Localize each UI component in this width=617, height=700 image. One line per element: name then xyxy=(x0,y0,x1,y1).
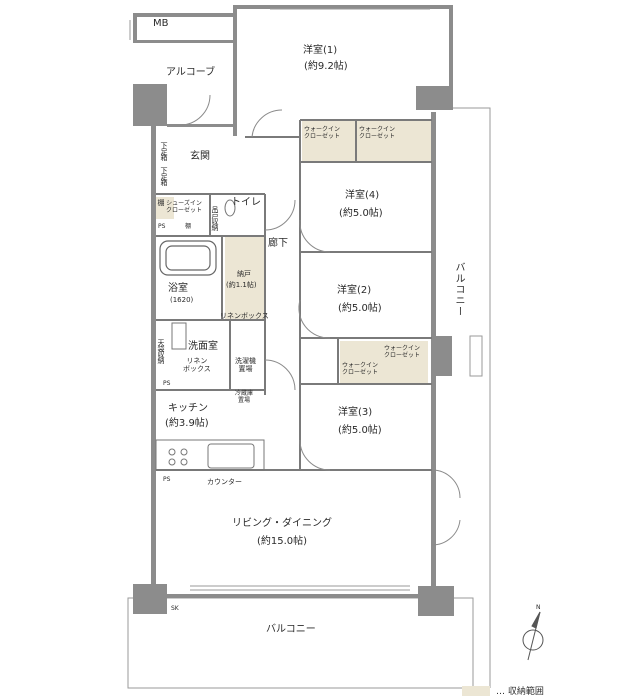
ps1-label: PS xyxy=(158,223,166,230)
western4-size: (約5.0帖) xyxy=(339,208,383,219)
sk-label: SK xyxy=(171,605,179,612)
bath-size: (1620) xyxy=(170,296,194,304)
washbasin xyxy=(171,322,187,350)
kitchen-label: キッチン xyxy=(168,403,208,414)
legend: … 収納範囲 xyxy=(462,684,544,697)
fridge-label: 冷蔵庫 置場 xyxy=(235,390,254,404)
kitchen-size: (約3.9帖) xyxy=(165,418,209,429)
washer-label: 洗濯機 置場 xyxy=(235,357,256,373)
toilet-label: トイレ xyxy=(231,197,261,208)
kitchen-counter xyxy=(155,439,265,471)
living-size: (約15.0帖) xyxy=(257,536,308,547)
washroom-label: 洗面室 xyxy=(188,341,218,352)
living-label: リビング・ダイニング xyxy=(232,518,332,529)
wic1-label: ウォークイン クローゼット xyxy=(304,126,341,140)
linen-box2-label: リネン ボックス xyxy=(183,357,211,373)
counter-label: カウンター xyxy=(207,478,242,486)
shoe-shelf-1-label: 下足箱 xyxy=(160,142,168,160)
compass-north-label: N xyxy=(536,604,541,611)
corridor-label: 廊下 xyxy=(268,238,288,249)
shoes-in-closet-label: シューズイン クローゼット xyxy=(166,200,203,214)
bath-label: 浴室 xyxy=(168,283,188,294)
interior-walls xyxy=(156,119,432,471)
western4-label: 洋室(4) xyxy=(345,190,380,201)
storage-size: (約1.1帖) xyxy=(226,281,257,289)
ps2-label: PS xyxy=(163,380,171,387)
balcony-bottom-label: バルコニー xyxy=(266,624,316,635)
linen-box-label: リネンボックス xyxy=(220,312,269,320)
storage-areas xyxy=(156,121,432,383)
bathtub xyxy=(159,240,217,276)
entrance-label: 玄関 xyxy=(190,151,210,162)
legend-storage-swatch xyxy=(462,685,490,696)
western2-label: 洋室(2) xyxy=(337,285,372,296)
toilet-fixture xyxy=(224,199,236,217)
shoe-shelf-2-label: 下足箱 xyxy=(160,167,168,185)
western1-size: (約9.2帖) xyxy=(304,61,348,72)
walls xyxy=(133,5,454,616)
western1-label: 洋室(1) xyxy=(303,45,338,56)
wic4-label: ウォークイン クローゼット xyxy=(342,362,379,376)
ps3-label: PS xyxy=(163,476,171,483)
mb-label: MB xyxy=(153,18,169,29)
wic2-label: ウォークイン クローゼット xyxy=(359,126,396,140)
western2-size: (約5.0帖) xyxy=(338,303,382,314)
western3-size: (約5.0帖) xyxy=(338,425,382,436)
windows xyxy=(190,8,483,591)
balcony-side-label: バルコニー xyxy=(453,262,464,317)
wall-storage-label: 天袋収納 xyxy=(157,339,165,363)
legend-text: … 収納範囲 xyxy=(496,687,544,697)
compass xyxy=(522,611,544,661)
door-swings xyxy=(179,94,461,546)
storage-label: 納戸 xyxy=(237,270,251,278)
western3-label: 洋室(3) xyxy=(338,407,373,418)
alcove-label: アルコーブ xyxy=(166,67,216,78)
shelf-label: 棚 xyxy=(157,199,165,205)
wic3-label: ウォークイン クローゼット xyxy=(384,345,421,359)
shelf2-label: 棚 xyxy=(185,223,192,230)
hanger-label: 吊戸収納 xyxy=(211,206,219,230)
